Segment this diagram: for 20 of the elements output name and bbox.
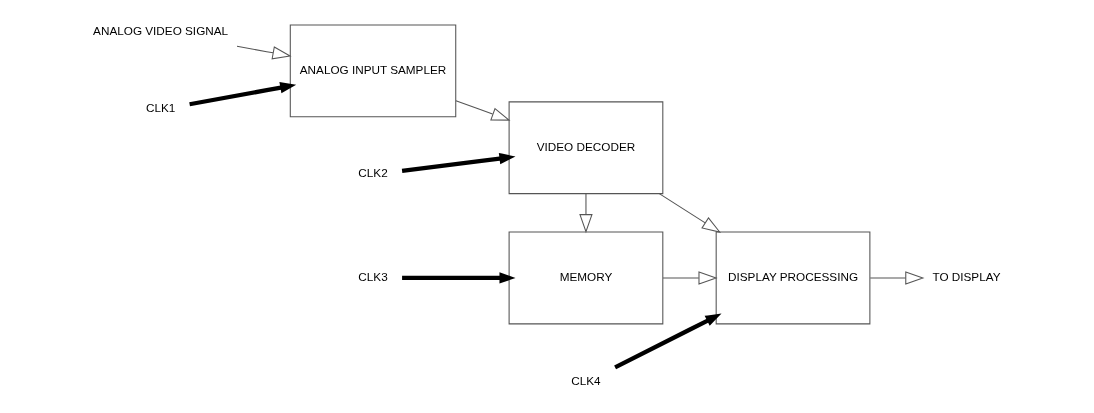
node-text: TO DISPLAY xyxy=(932,269,1001,283)
arrow xyxy=(455,99,511,121)
node-box: DISPLAY PROCESSING xyxy=(715,231,871,324)
node-box: VIDEO DECODER xyxy=(508,100,664,194)
node-text: CLK2 xyxy=(358,165,388,179)
node-box: MEMORY xyxy=(508,231,664,324)
arrow xyxy=(579,192,593,233)
arrow xyxy=(401,152,516,173)
arrow xyxy=(614,313,722,369)
node-text: ANALOG VIDEO SIGNAL xyxy=(93,23,229,37)
arrow xyxy=(402,271,516,284)
arrow xyxy=(236,45,292,59)
arrow xyxy=(189,81,297,106)
node-text: CLK3 xyxy=(358,269,388,283)
node-text: CLK4 xyxy=(571,373,601,387)
arrow xyxy=(662,270,718,285)
arrow xyxy=(869,270,925,285)
arrow xyxy=(658,192,722,233)
node-text: CLK1 xyxy=(145,100,176,114)
node-box: ANALOG INPUT SAMPLER xyxy=(289,23,457,117)
